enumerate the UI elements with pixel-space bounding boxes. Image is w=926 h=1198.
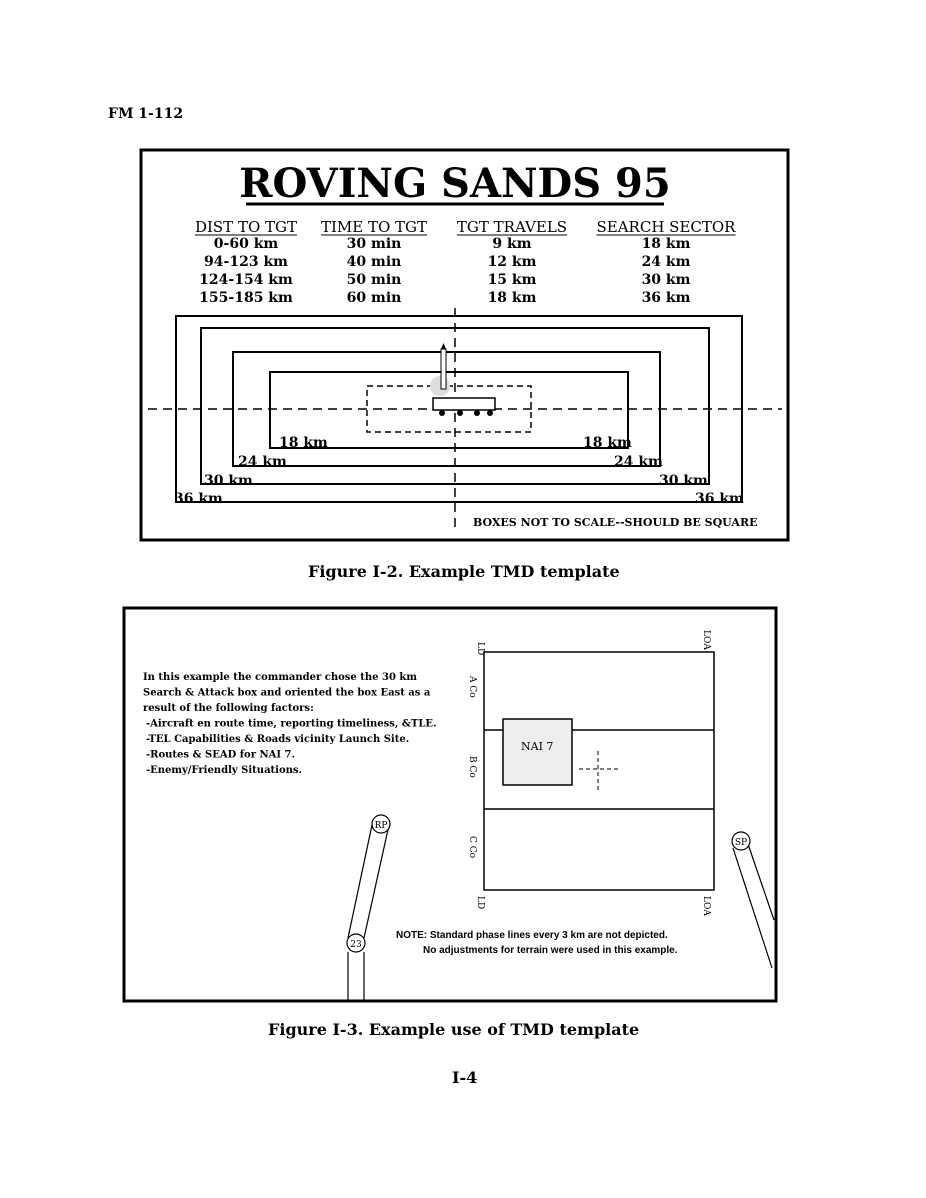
route-sp: SP xyxy=(731,831,775,969)
figure-i2-frame xyxy=(139,148,790,542)
table-cell: 0-60 km xyxy=(214,236,279,252)
label-24km-left: 24 km xyxy=(238,454,287,470)
figure-i3-caption: Figure I-3. Example use of TMD template xyxy=(268,1020,640,1039)
rationale-line: -Aircraft en route time, reporting timel… xyxy=(146,719,436,730)
label-36km-left: 36 km xyxy=(174,491,223,507)
table-cell: 24 km xyxy=(642,254,691,270)
note-line-2: No adjustments for terrain were used in … xyxy=(423,945,678,956)
table-cell: 30 km xyxy=(642,272,691,288)
table-cell: 60 min xyxy=(347,290,402,306)
scale-note: BOXES NOT TO SCALE--SHOULD BE SQUARE xyxy=(473,516,758,529)
table-cell: 155-185 km xyxy=(199,290,293,306)
label-30km-left: 30 km xyxy=(204,473,253,489)
c-co-label: C Co xyxy=(467,836,477,858)
loa-label-bottom: LOA xyxy=(701,896,711,916)
table-cell: 18 km xyxy=(488,290,537,306)
route-rp: RP 23 xyxy=(346,814,391,1000)
ld-label-bottom: LD xyxy=(475,896,485,909)
figure-i2-title: ROVING SANDS 95 xyxy=(239,160,670,207)
nai-7-label: NAI 7 xyxy=(521,740,553,753)
a-co-label: A Co xyxy=(467,675,477,698)
table-cell: 36 km xyxy=(642,290,691,306)
route-23-marker xyxy=(346,933,366,953)
figure-i3: In this example the commander chose the … xyxy=(122,606,778,1003)
rationale-line: -Routes & SEAD for NAI 7. xyxy=(146,750,295,761)
b-co-label: B Co xyxy=(467,756,477,778)
table-cell: 94-123 km xyxy=(204,254,288,270)
nai-7-box xyxy=(502,718,573,786)
table-cell: 40 min xyxy=(347,254,402,270)
page-number: I-4 xyxy=(452,1068,478,1087)
rationale-line: -Enemy/Friendly Situations. xyxy=(146,765,302,776)
table-header: SEARCH SECTOR xyxy=(597,218,737,236)
commander-rationale-text: In this example the commander chose the … xyxy=(143,672,436,776)
table-cell: 12 km xyxy=(488,254,537,270)
table-header: DIST TO TGT xyxy=(195,218,297,236)
figure-i2-caption: Figure I-2. Example TMD template xyxy=(308,562,620,581)
document-id: FM 1-112 xyxy=(108,106,184,122)
label-18km-right: 18 km xyxy=(583,435,632,451)
rp-marker xyxy=(371,814,391,834)
table-cell: 9 km xyxy=(492,236,531,252)
figure-i2: ROVING SANDS 95 DIST TO TGT TIME TO TGT TG… xyxy=(139,148,790,542)
box-18km xyxy=(269,371,629,449)
tmd-table: DIST TO TGT TIME TO TGT TGT TRAVELS SEARCH … xyxy=(194,218,737,306)
table-cell: 15 km xyxy=(488,272,537,288)
rationale-line: Search & Attack box and oriented the box… xyxy=(143,688,431,699)
ld-label-top: LD xyxy=(475,642,485,655)
label-18km-left: 18 km xyxy=(279,435,328,451)
figure-i3-frame xyxy=(122,606,778,1003)
sp-marker xyxy=(731,831,751,851)
table-cell: 30 min xyxy=(347,236,402,252)
rationale-line: -TEL Capabilities & Roads vicinity Launc… xyxy=(146,734,409,745)
sp-label: SP xyxy=(735,838,747,848)
table-header: TIME TO TGT xyxy=(321,218,427,236)
label-24km-right: 24 km xyxy=(614,454,663,470)
note-line-1: NOTE: Standard phase lines every 3 km ar… xyxy=(396,930,668,941)
rationale-line: result of the following factors: xyxy=(143,703,314,714)
rp-label: RP xyxy=(375,821,388,831)
table-header: TGT TRAVELS xyxy=(457,218,567,236)
table-cell: 50 min xyxy=(347,272,402,288)
route-23-label: 23 xyxy=(350,940,362,950)
tel-launcher-icon xyxy=(430,343,496,416)
table-cell: 18 km xyxy=(642,236,691,252)
label-30km-right: 30 km xyxy=(659,473,708,489)
loa-label-top: LOA xyxy=(701,630,711,650)
rationale-line: In this example the commander chose the … xyxy=(143,672,417,683)
label-36km-right: 36 km xyxy=(695,491,744,507)
table-cell: 124-154 km xyxy=(199,272,293,288)
search-attack-box xyxy=(483,651,715,891)
